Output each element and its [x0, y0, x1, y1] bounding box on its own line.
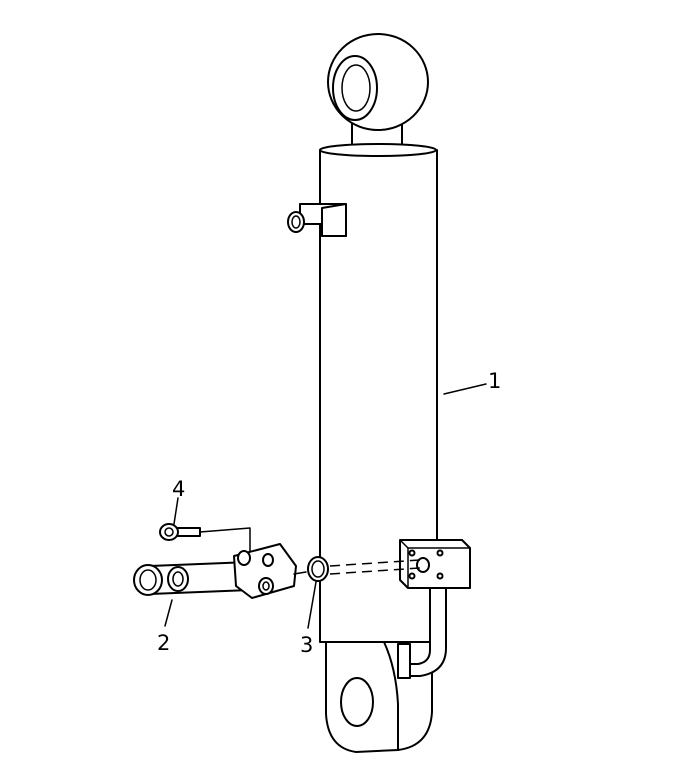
hose-fitting-assembly [133, 543, 307, 599]
top-rod-eye [327, 33, 429, 153]
upper-port-block [287, 203, 347, 237]
callout-4: 4 [172, 477, 185, 501]
assembly-lines [199, 527, 421, 575]
o-ring [307, 556, 329, 582]
bottom-clevis [325, 641, 433, 753]
callout-3: 3 [300, 633, 313, 657]
leader-lines [164, 383, 487, 629]
callout-2: 2 [157, 631, 170, 655]
bolt [159, 523, 201, 541]
callout-1: 1 [488, 369, 501, 393]
lower-port-block [397, 539, 471, 679]
